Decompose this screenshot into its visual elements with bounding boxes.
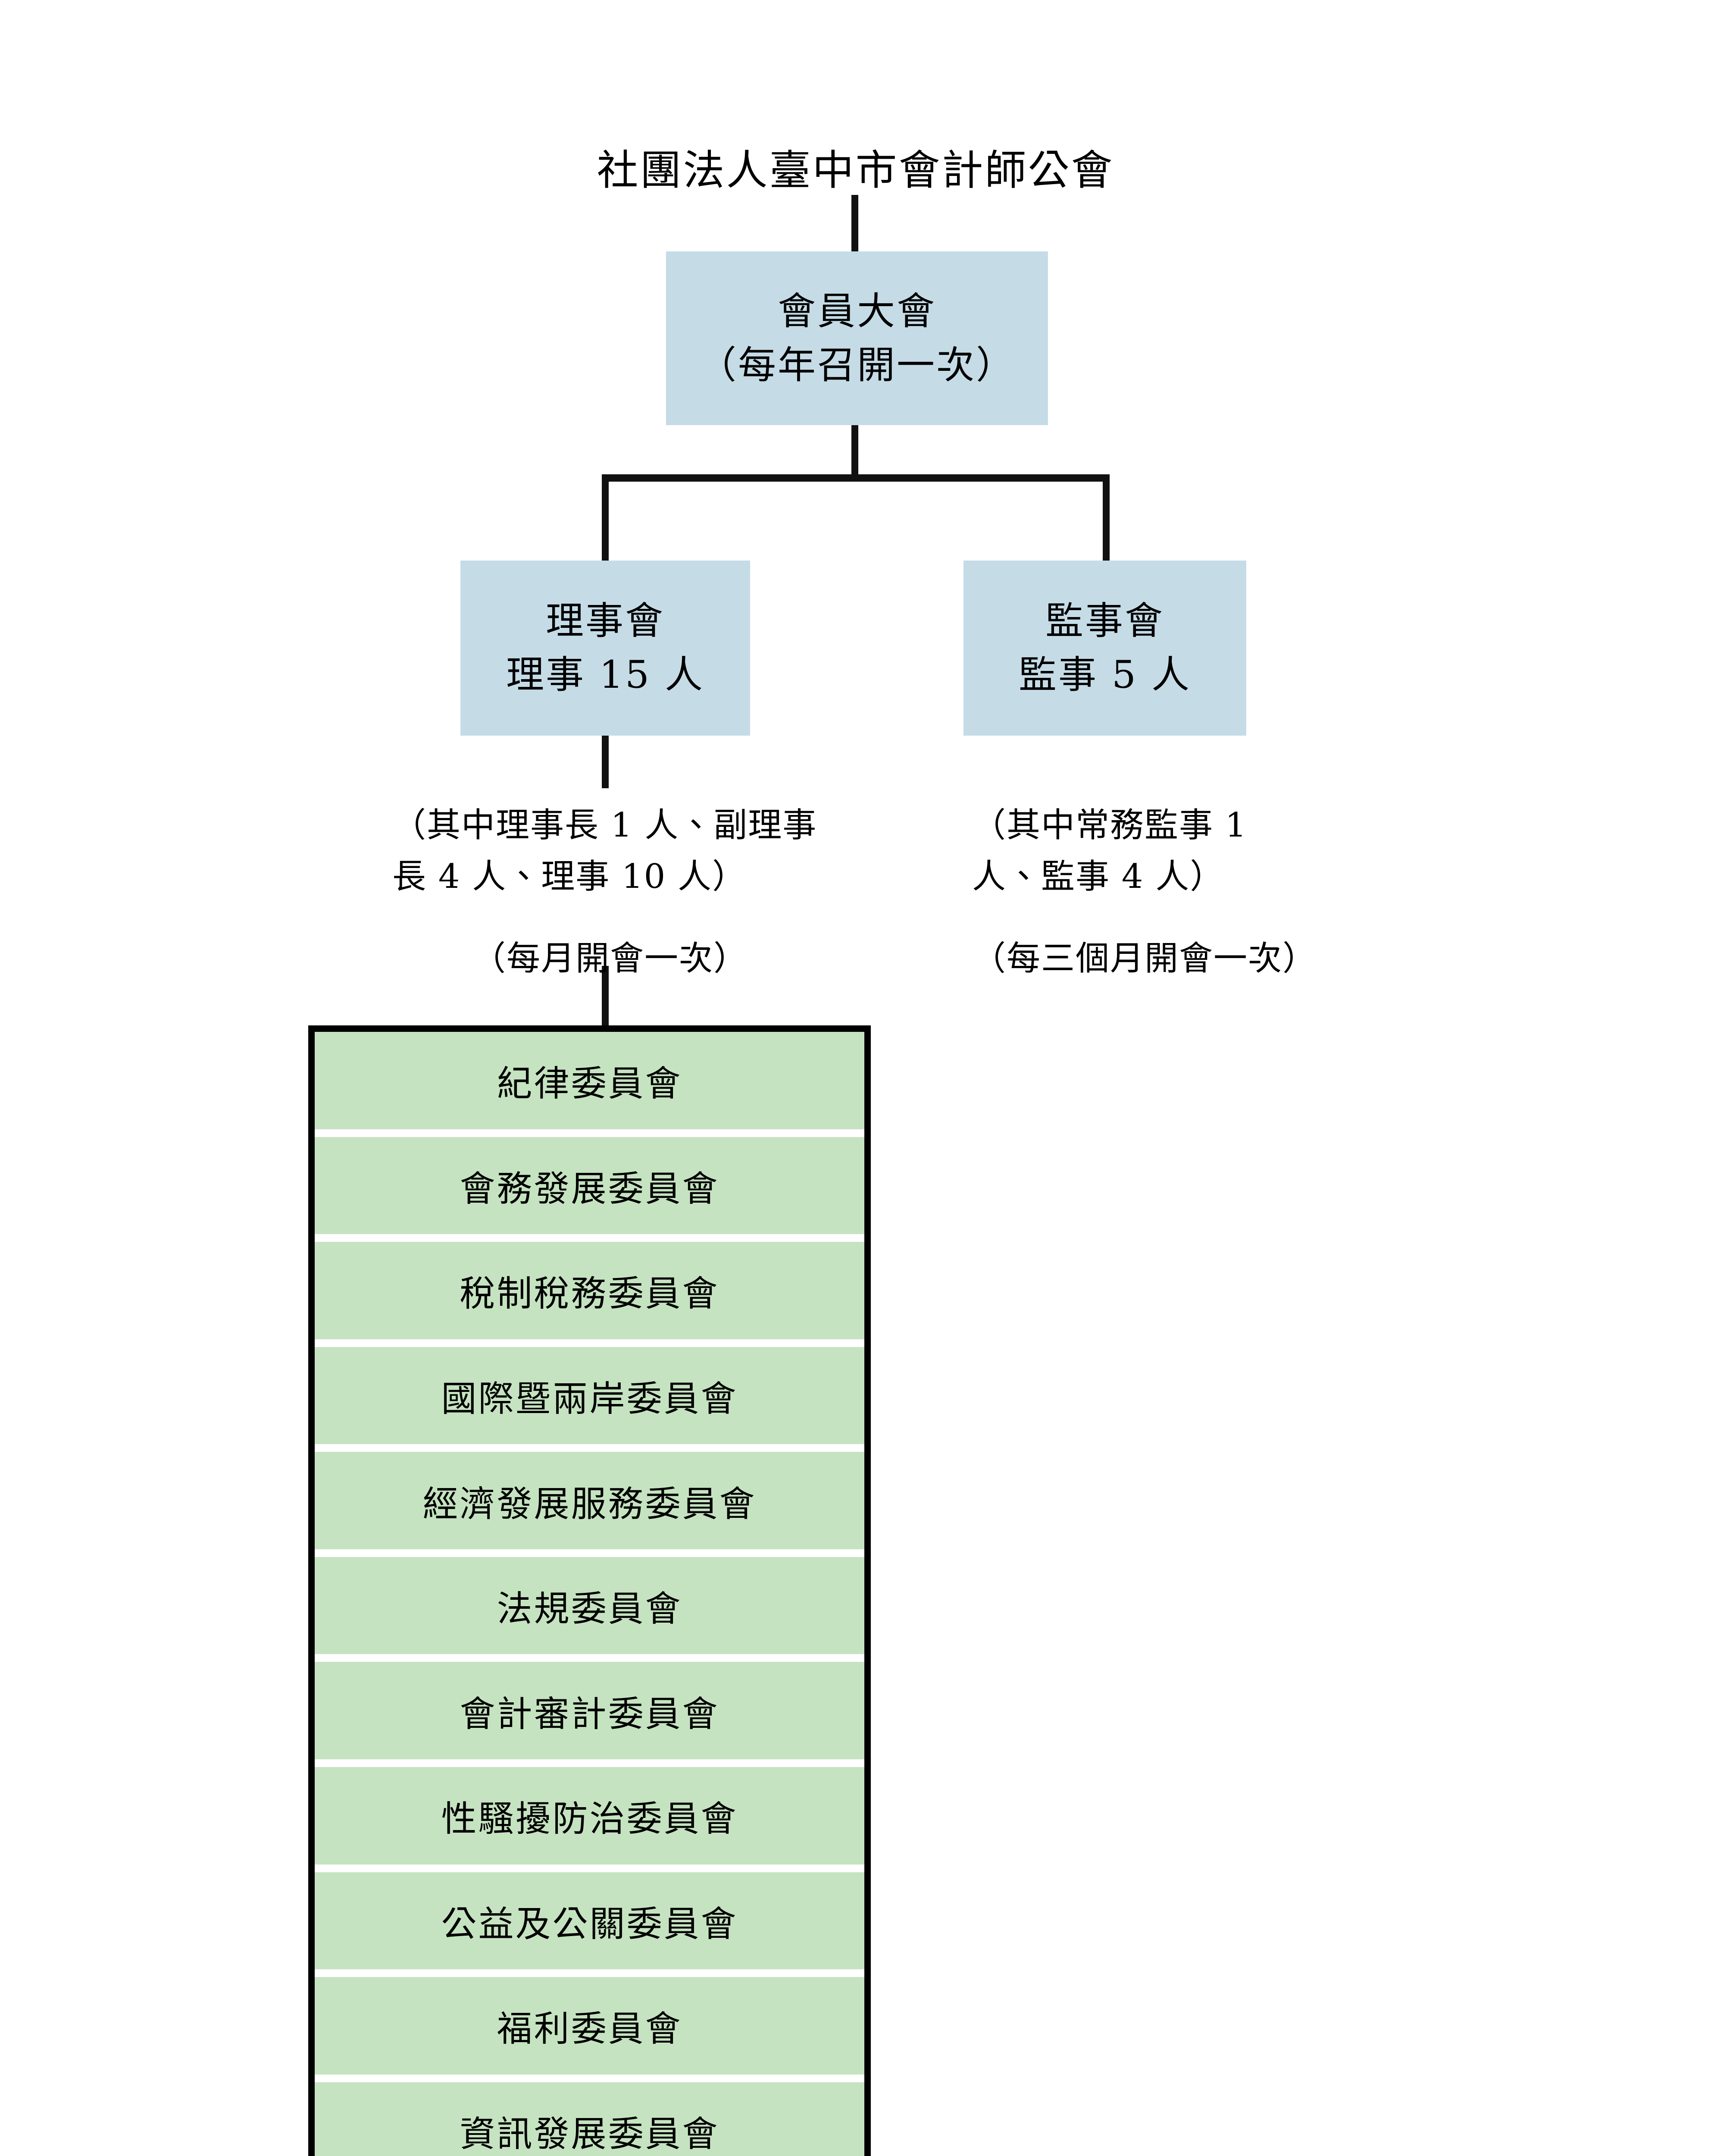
connector-title-to-assembly [851,195,858,252]
committee-list: 紀律委員會會務發展委員會稅制稅務委員會國際暨兩岸委員會經濟發展服務委員會法規委員… [308,1025,871,2156]
node-board-of-directors[interactable]: 理事會 理事 15 人 [460,561,750,736]
annotation-board-composition-line1: （其中理事長 1 人、副理事 [392,806,817,845]
node-board-of-supervisors[interactable]: 監事會 監事 5 人 [963,561,1246,736]
committee-row-label: 資訊發展委員會 [460,2114,719,2155]
connector-board-to-committees-upper [602,736,609,788]
committee-row[interactable]: 會計審計委員會 [315,1662,864,1760]
committee-row[interactable]: 法規委員會 [315,1557,864,1655]
committee-row-label: 福利委員會 [497,2009,682,2050]
node-supervisors-title: 監事會 [1045,599,1164,643]
annotation-board-composition-line2: 長 4 人、理事 10 人） [392,857,747,896]
committee-row[interactable]: 經濟發展服務委員會 [315,1452,864,1549]
committee-row[interactable]: 性騷擾防治委員會 [315,1767,864,1865]
annotation-supervisors-composition: （其中常務監事 1 人、監事 4 人） （每三個月開會一次） [972,800,1317,984]
connector-assembly-stem [851,425,858,479]
committee-row[interactable]: 公益及公關委員會 [315,1872,864,1970]
committee-row-label: 紀律委員會 [497,1063,682,1105]
committee-row[interactable]: 福利委員會 [315,1977,864,2075]
committee-row-label: 稅制稅務委員會 [460,1273,719,1315]
connector-horizontal-bus [602,474,1110,482]
organization-title: 社團法人臺中市會計師公會 [597,146,1114,194]
annotation-supervisors-frequency: （每三個月開會一次） [972,939,1317,978]
node-board-count: 理事 15 人 [506,652,704,697]
committee-row-label: 法規委員會 [497,1589,682,1630]
committee-row[interactable]: 稅制稅務委員會 [315,1242,864,1339]
committee-row-label: 國際暨兩岸委員會 [441,1379,738,1420]
annotation-supervisors-composition-line2: 人、監事 4 人） [972,857,1225,896]
committee-row[interactable]: 國際暨兩岸委員會 [315,1347,864,1445]
node-member-assembly-note: （每年召開一次） [698,342,1016,387]
node-member-assembly-title: 會員大會 [777,288,936,333]
connector-bus-to-board [602,474,609,563]
committee-row[interactable]: 資訊發展委員會 [315,2082,864,2156]
committee-row-label: 經濟發展服務委員會 [422,1483,757,1525]
annotation-board-composition: （其中理事長 1 人、副理事 長 4 人、理事 10 人） （每月開會一次） [392,800,828,984]
annotation-supervisors-composition-line1: （其中常務監事 1 [972,806,1248,845]
committee-row-label: 公益及公關委員會 [441,1903,738,1945]
node-member-assembly[interactable]: 會員大會 （每年召開一次） [666,251,1048,425]
node-supervisors-count: 監事 5 人 [1019,652,1191,697]
node-board-title: 理事會 [545,599,665,643]
committee-row-label: 會務發展委員會 [460,1168,719,1210]
annotation-board-frequency: （每月開會一次） [472,939,748,978]
committee-row[interactable]: 紀律委員會 [315,1032,864,1129]
committee-row-label: 會計審計委員會 [460,1693,719,1735]
connector-board-to-committees-lower [602,966,609,1026]
committee-row[interactable]: 會務發展委員會 [315,1137,864,1235]
connector-bus-to-supervisors [1103,474,1110,563]
committee-row-label: 性騷擾防治委員會 [441,1799,738,1840]
